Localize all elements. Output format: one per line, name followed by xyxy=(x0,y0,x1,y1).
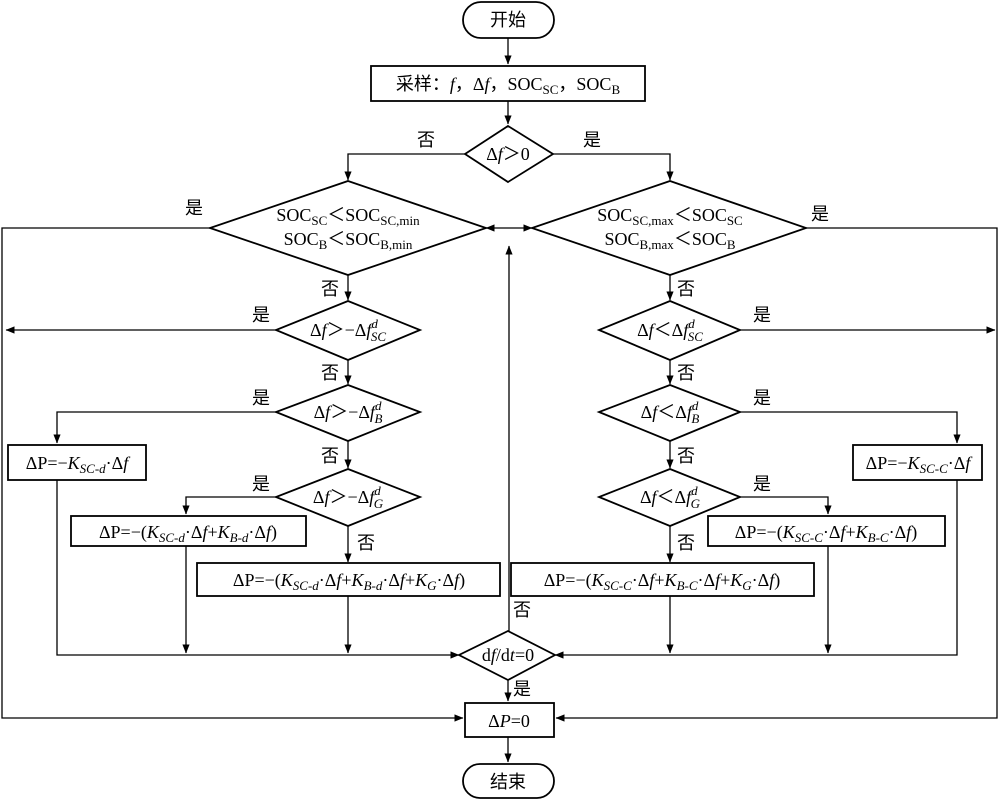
decision-left-g-threshold xyxy=(273,468,423,527)
arrow-left-limit-yes xyxy=(1,227,464,722)
label-r2-no: 否 xyxy=(677,363,695,383)
arrow-df-yes xyxy=(553,153,674,181)
equation-left-3-box xyxy=(196,562,501,597)
equation-left-3: ΔP=−(KSC-d·Δf+KB-d·Δf+KG·Δf) xyxy=(233,570,465,593)
sample-box xyxy=(370,65,646,102)
label-right-limit-no: 否 xyxy=(677,279,695,299)
end-terminator xyxy=(462,763,555,799)
left-limit-line1: SOCSC＜SOCSC,min xyxy=(276,205,420,228)
label-l3-yes: 是 xyxy=(252,388,270,408)
decision-left-sc-threshold xyxy=(273,300,423,361)
dfdt-label: df/dt=0 xyxy=(482,645,534,665)
right-limit-line1: SOCSC,max＜SOCSC xyxy=(597,205,742,228)
label-df-yes: 是 xyxy=(583,130,601,150)
start-terminator xyxy=(462,1,555,39)
shapes xyxy=(7,1,983,799)
start-label: 开始 xyxy=(490,10,526,30)
decision-left-soc-limit xyxy=(207,180,489,276)
label-dfdt-yes: 是 xyxy=(513,679,531,699)
node-text: 开始 采样：f，Δf，SOCSC，SOCB Δf＞0 SOCSC＜SOCSC,m… xyxy=(26,10,974,792)
decision-dfdt-zero xyxy=(456,629,557,682)
label-right-limit-yes: 是 xyxy=(811,204,829,224)
label-l3-no: 否 xyxy=(321,446,339,466)
label-l4-no: 否 xyxy=(357,533,375,553)
arrow-r3-yes xyxy=(740,411,961,444)
arrow-r4-yes xyxy=(740,496,832,515)
equation-right-1: ΔP=−KSC-C·Δf xyxy=(866,453,974,476)
label-r2-yes: 是 xyxy=(753,305,771,325)
arrow-eq-l1-merge xyxy=(56,480,460,659)
decision-df-positive xyxy=(463,124,555,184)
sample-label: 采样：f，Δf，SOCSC，SOCB xyxy=(396,74,621,97)
equation-right-2: ΔP=−(KSC-C·Δf+KB-C·Δf) xyxy=(735,522,917,545)
arrow-l4-yes xyxy=(182,496,276,515)
arrow-df-no xyxy=(344,153,465,181)
arrow-right-limit-yes xyxy=(555,227,998,722)
label-left-limit-yes: 是 xyxy=(185,198,203,218)
label-r4-yes: 是 xyxy=(753,474,771,494)
equation-left-1: ΔP=−KSC-d·Δf xyxy=(26,453,131,476)
branch-labels: 否 是 是 是 否 否 是 否 是 否 是 否 是 否 是 否 是 否 否 是 xyxy=(185,130,829,699)
label-r3-yes: 是 xyxy=(753,388,771,408)
equation-right-2-box xyxy=(707,515,946,547)
equation-left-1-box xyxy=(7,444,147,481)
decision-left-b-threshold xyxy=(273,384,423,442)
label-r3-no: 否 xyxy=(677,446,695,466)
label-df-no: 否 xyxy=(417,130,435,150)
right-limit-line2: SOCB,max＜SOCB xyxy=(604,229,735,252)
delta-p-zero-box xyxy=(464,702,555,738)
label-left-limit-no: 否 xyxy=(321,279,339,299)
label-l4-yes: 是 xyxy=(252,474,270,494)
equation-left-2-box xyxy=(70,515,307,547)
arrow-eq-r1-merge xyxy=(554,480,958,659)
label-dfdt-no: 否 xyxy=(513,600,531,620)
label-l2-yes: 是 xyxy=(252,305,270,325)
equation-right-1-box xyxy=(852,444,983,481)
end-label: 结束 xyxy=(490,772,526,792)
df-positive-label: Δf＞0 xyxy=(486,144,530,164)
equation-right-3-box xyxy=(510,562,815,597)
decision-right-g-threshold xyxy=(596,468,743,527)
decision-right-sc-threshold xyxy=(596,300,743,361)
equation-left-2: ΔP=−(KSC-d·Δf+KB-d·Δf) xyxy=(99,522,277,545)
label-l2-no: 否 xyxy=(321,363,339,383)
arrow-l3-yes xyxy=(53,411,276,444)
delta-p-zero-label: ΔP=0 xyxy=(488,711,530,731)
decision-right-soc-limit xyxy=(529,180,809,276)
connectors xyxy=(1,38,998,763)
decision-right-b-threshold xyxy=(596,384,743,442)
equation-right-3: ΔP=−(KSC-C·Δf+KB-C·Δf+KG·Δf) xyxy=(544,570,781,593)
label-r4-no: 否 xyxy=(677,533,695,553)
left-limit-line2: SOCB＜SOCB,min xyxy=(284,229,413,252)
